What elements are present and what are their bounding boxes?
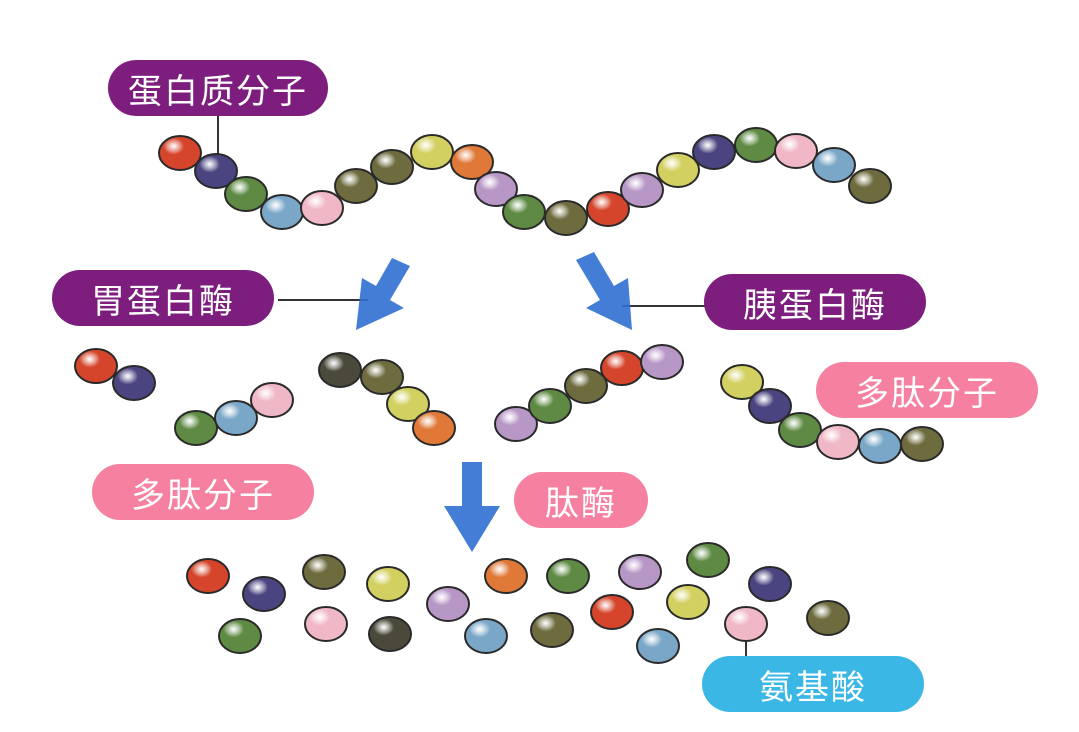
protein-chain-bead <box>158 135 202 171</box>
protein-chain-bead <box>502 194 546 230</box>
polypeptide-bead <box>412 410 456 446</box>
polypeptide-bead <box>816 424 860 460</box>
beads <box>74 127 944 664</box>
polypeptide-bead <box>564 368 608 404</box>
amino-acid-bead <box>242 576 286 612</box>
protein-chain-bead <box>260 194 304 230</box>
polypeptide-bead <box>600 350 644 386</box>
protein-chain-bead <box>450 144 494 180</box>
protein-chain-bead <box>300 190 344 226</box>
amino-acid-bead <box>426 586 470 622</box>
protein-chain-bead <box>224 176 268 212</box>
protein-chain-bead <box>586 191 630 227</box>
amino-acid-bead <box>368 616 412 652</box>
amino-acid-bead <box>218 618 262 654</box>
amino-acid-bead <box>590 594 634 630</box>
polypeptide-label-right: 多肽分子 <box>816 362 1038 418</box>
protein-chain-bead <box>194 153 238 189</box>
polypeptide-bead <box>214 400 258 436</box>
protein-chain-bead <box>620 172 664 208</box>
polypeptide-bead <box>318 352 362 388</box>
protein-molecule-label: 蛋白质分子 <box>108 60 328 116</box>
protein-chain-bead <box>812 147 856 183</box>
polypeptide-bead <box>640 344 684 380</box>
amino-acid-bead <box>546 558 590 594</box>
amino-acid-bead <box>304 606 348 642</box>
amino-acid-label: 氨基酸 <box>702 656 924 712</box>
polypeptide-bead <box>720 364 764 400</box>
protein-chain-bead <box>544 200 588 236</box>
arrow-pepsin <box>356 258 410 330</box>
protein-chain-bead <box>410 134 454 170</box>
protein-chain-bead <box>334 168 378 204</box>
amino-acid-bead <box>806 600 850 636</box>
amino-acid-bead <box>366 566 410 602</box>
polypeptide-bead <box>858 428 902 464</box>
protein-chain-bead <box>734 127 778 163</box>
amino-acid-bead <box>484 558 528 594</box>
protein-chain-bead <box>848 168 892 204</box>
polypeptide-bead <box>778 412 822 448</box>
polypeptide-bead <box>748 388 792 424</box>
amino-acid-bead <box>186 558 230 594</box>
arrows <box>356 252 632 552</box>
protein-chain-bead <box>774 133 818 169</box>
polypeptide-bead <box>74 348 118 384</box>
amino-acid-bead <box>464 618 508 654</box>
polypeptide-bead <box>900 426 944 462</box>
polypeptide-bead <box>494 406 538 442</box>
polypeptide-bead <box>250 382 294 418</box>
polypeptide-label-left: 多肽分子 <box>92 464 314 520</box>
polypeptide-bead <box>174 410 218 446</box>
polypeptide-bead <box>112 365 156 401</box>
protein-chain-bead <box>656 152 700 188</box>
arrow-peptidase <box>444 462 500 552</box>
amino-acid-bead <box>530 612 574 648</box>
trypsin-label: 胰蛋白酶 <box>704 274 926 330</box>
amino-acid-bead <box>748 566 792 602</box>
amino-acid-bead <box>636 628 680 664</box>
amino-acid-bead <box>618 554 662 590</box>
polypeptide-bead <box>528 388 572 424</box>
protein-chain-bead <box>692 134 736 170</box>
polypeptide-bead <box>386 386 430 422</box>
arrow-trypsin <box>576 252 632 330</box>
amino-acid-bead <box>686 542 730 578</box>
protein-chain-bead <box>474 171 518 207</box>
amino-acid-bead <box>302 554 346 590</box>
amino-acid-bead <box>724 606 768 642</box>
polypeptide-bead <box>360 359 404 395</box>
protein-chain-bead <box>370 149 414 185</box>
pepsin-label: 胃蛋白酶 <box>52 270 274 326</box>
peptidase-label: 肽酶 <box>514 472 648 528</box>
amino-acid-bead <box>666 584 710 620</box>
